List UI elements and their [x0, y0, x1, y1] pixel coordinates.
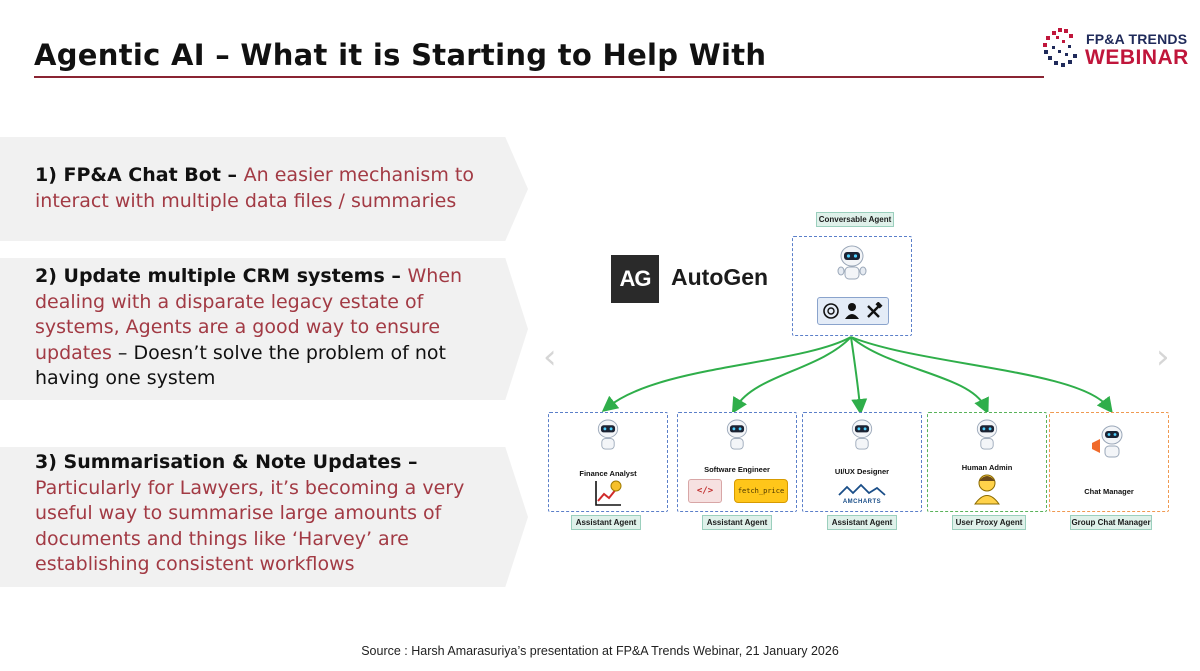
tools-icon	[867, 302, 883, 318]
item-2-plain: – Doesn’t solve the problem of not havin…	[35, 341, 446, 390]
agent-name-chat-manager: Chat Manager	[1084, 487, 1134, 496]
autogen-badge: AG	[611, 255, 659, 303]
openai-icon	[823, 303, 839, 319]
software-engineer-box: Software Engineer </> fetch_price	[677, 412, 797, 512]
agent-name-finance-analyst: Finance Analyst	[579, 469, 637, 478]
agent-name-uiux-designer: UI/UX Designer	[834, 467, 890, 476]
amcharts-wave-icon	[838, 483, 886, 496]
item-1-accent: An easier mechanism to interact with mul…	[35, 164, 474, 212]
robot-with-megaphone-icon	[1092, 425, 1123, 458]
autogen-wordmark: AutoGen	[671, 264, 769, 290]
title-underline	[34, 76, 1044, 78]
finance-analyst-tag: Assistant Agent	[571, 515, 641, 530]
human-user-icon	[974, 474, 1000, 505]
chat-manager-tag: Group Chat Manager	[1070, 515, 1152, 530]
human-admin-tag: User Proxy Agent	[952, 515, 1026, 530]
item-2-separator: –	[384, 265, 408, 287]
autogen-diagram: AG AutoGen Conversable Agent	[540, 205, 1195, 545]
item-panel-2	[0, 258, 528, 400]
item-text-3: 3) Summarisation & Note Updates – Partic…	[35, 450, 507, 578]
item-3-accent: Particularly for Lawyers, it’s becoming …	[35, 476, 465, 576]
agent-name-software-engineer: Software Engineer	[704, 465, 770, 474]
person-icon	[845, 303, 859, 319]
item-2-accent: When dealing with a disparate legacy est…	[35, 265, 463, 364]
code-icon: </>	[688, 479, 722, 503]
item-panel-1	[0, 137, 528, 241]
item-panel-3	[0, 447, 528, 587]
capabilities-strip	[817, 297, 889, 325]
finance-analyst-box: Finance Analyst	[548, 412, 668, 512]
item-1-separator: –	[220, 164, 244, 186]
next-slide-chevron-icon[interactable]: ›	[1156, 337, 1170, 377]
fetch-price-function: fetch_price	[734, 479, 788, 503]
conversable-agent-box	[792, 236, 912, 336]
item-text-1: 1) FP&A Chat Bot – An easier mechanism t…	[35, 163, 510, 214]
item-text-2: 2) Update multiple CRM systems – When de…	[35, 264, 497, 392]
previous-slide-chevron-icon[interactable]: ‹	[543, 337, 557, 377]
source-citation: Source : Harsh Amarasuriya’s presentatio…	[361, 644, 839, 658]
human-admin-box: Human Admin	[927, 412, 1047, 512]
robot-icon	[976, 419, 998, 450]
robot-icon	[837, 245, 867, 280]
logo-globe-icon	[1043, 28, 1077, 67]
logo-line-2: WEBINAR	[1085, 46, 1189, 69]
conversable-agent-tag: Conversable Agent	[816, 212, 894, 227]
uiux-designer-tag: Assistant Agent	[827, 515, 897, 530]
item-3-separator: –	[401, 451, 418, 473]
chat-manager-box: Chat Manager	[1049, 412, 1169, 512]
finance-chart-icon	[595, 480, 622, 506]
fpa-trends-webinar-logo: FP&A TRENDS WEBINAR	[1040, 22, 1190, 78]
uiux-designer-box: UI/UX Designer AMCHARTS	[802, 412, 922, 512]
item-2-heading: 2) Update multiple CRM systems	[35, 265, 385, 287]
robot-icon	[726, 419, 748, 450]
agent-name-human-admin: Human Admin	[961, 463, 1013, 472]
slide-title: Agentic AI – What it is Starting to Help…	[34, 38, 767, 72]
robot-icon	[851, 419, 873, 450]
item-1-heading: 1) FP&A Chat Bot	[35, 164, 221, 186]
logo-line-1: FP&A TRENDS	[1086, 31, 1188, 47]
amcharts-label: AMCHARTS	[842, 499, 882, 505]
software-engineer-tag: Assistant Agent	[702, 515, 772, 530]
robot-icon	[597, 419, 619, 450]
item-3-heading: 3) Summarisation & Note Updates	[35, 451, 402, 473]
connector-arrows	[601, 336, 1113, 415]
